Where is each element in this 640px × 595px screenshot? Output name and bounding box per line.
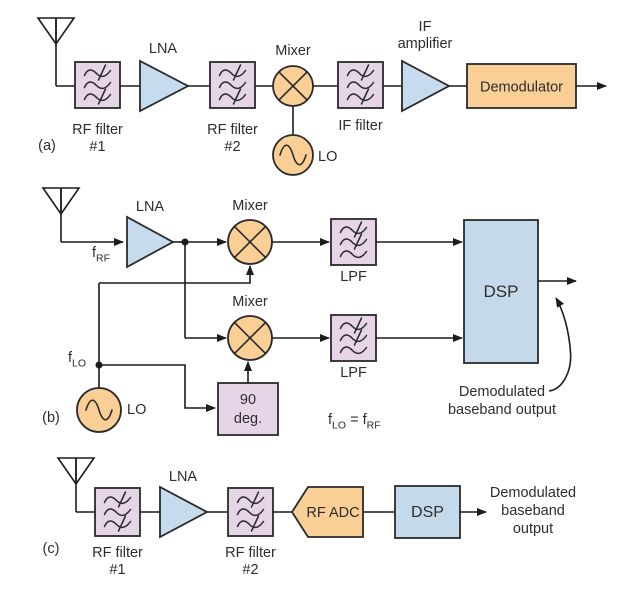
rf-filter-2-label: RF filter xyxy=(225,545,276,561)
mixer-i-label: Mixer xyxy=(232,198,268,214)
antenna-icon xyxy=(37,17,75,86)
antenna-icon xyxy=(42,187,80,242)
panel-b-tag: (b) xyxy=(42,410,60,426)
callout-curved-arrow xyxy=(548,297,572,392)
panel-a-superheterodyne: RF filter #1 LNA RF filter #2 Mixer LO xyxy=(37,17,607,176)
output-caption-line-2: baseband output xyxy=(448,402,556,418)
rf-filter-1-number: #1 xyxy=(109,562,125,578)
lo-label: LO xyxy=(127,402,146,418)
output-caption-line-2: baseband xyxy=(501,503,565,519)
mixer-q-label: Mixer xyxy=(232,294,268,310)
phase-shift-block xyxy=(217,382,279,436)
output-caption-line-1: Demodulated xyxy=(459,384,545,400)
lpf-i-label: LPF xyxy=(340,269,367,285)
if-amplifier xyxy=(401,59,451,113)
dsp-block xyxy=(463,219,539,364)
mixer-i-block xyxy=(227,219,273,265)
rf-filter-1-block xyxy=(74,61,121,109)
phase-shift-label-2: deg. xyxy=(234,411,262,427)
lo-feed-q xyxy=(99,364,216,412)
lo-feed-i xyxy=(99,265,254,284)
lna-amplifier xyxy=(159,485,209,539)
rf-filter-2-block xyxy=(209,61,256,109)
rf-filter-1-number: #1 xyxy=(89,139,105,155)
mixer-label: Mixer xyxy=(275,43,311,59)
demodulator-block xyxy=(466,63,577,109)
if-filter-label: IF filter xyxy=(338,118,382,134)
rf-filter-2-number: #2 xyxy=(224,139,240,155)
if-amplifier-label-2: amplifier xyxy=(398,36,453,52)
phase-shift-label-1: 90 xyxy=(240,392,256,408)
rf-filter-2-label: RF filter xyxy=(207,122,258,138)
panel-c-direct-sampling: RF filter #1 (c) LNA RF filter #2 RF ADC… xyxy=(43,457,576,578)
output-caption-line-3: output xyxy=(513,521,553,537)
rf-filter-1-label: RF filter xyxy=(92,545,143,561)
panel-b-direct-conversion: fRF LNA Mixer LPF Mixer xyxy=(42,187,577,436)
lna-label: LNA xyxy=(169,469,198,485)
rf-filter-2-number: #2 xyxy=(242,562,258,578)
lpf-q-label: LPF xyxy=(340,365,367,381)
lna-label: LNA xyxy=(136,199,165,215)
panel-a-tag: (a) xyxy=(38,138,56,154)
lna-amplifier xyxy=(139,59,190,113)
flo-equals-frf-equation: fLO = fRF xyxy=(328,412,381,432)
rf-adc-label: RF ADC xyxy=(306,505,359,521)
lpf-i-block xyxy=(330,218,377,266)
local-oscillator xyxy=(272,134,314,176)
lpf-q-block xyxy=(330,314,377,362)
dsp-label: DSP xyxy=(484,282,519,301)
demodulator-label: Demodulator xyxy=(480,80,563,96)
rf-filter-1-block xyxy=(94,487,141,537)
output-caption-line-1: Demodulated xyxy=(490,485,576,501)
rf-filter-2-block xyxy=(227,487,274,537)
panel-c-tag: (c) xyxy=(43,541,60,557)
lo-label: LO xyxy=(318,149,337,165)
antenna-icon xyxy=(57,457,95,512)
mixer-block xyxy=(272,65,314,107)
dsp-label: DSP xyxy=(411,504,444,521)
mixer-q-block xyxy=(227,315,273,361)
rf-filter-1-label: RF filter xyxy=(72,122,123,138)
local-oscillator xyxy=(76,387,122,433)
f-lo-label: fLO xyxy=(68,350,86,370)
if-filter-block xyxy=(337,61,384,109)
f-rf-label: fRF xyxy=(92,245,110,265)
lna-amplifier xyxy=(126,215,175,269)
if-amplifier-label-1: IF xyxy=(419,19,432,35)
lna-label: LNA xyxy=(149,41,178,57)
